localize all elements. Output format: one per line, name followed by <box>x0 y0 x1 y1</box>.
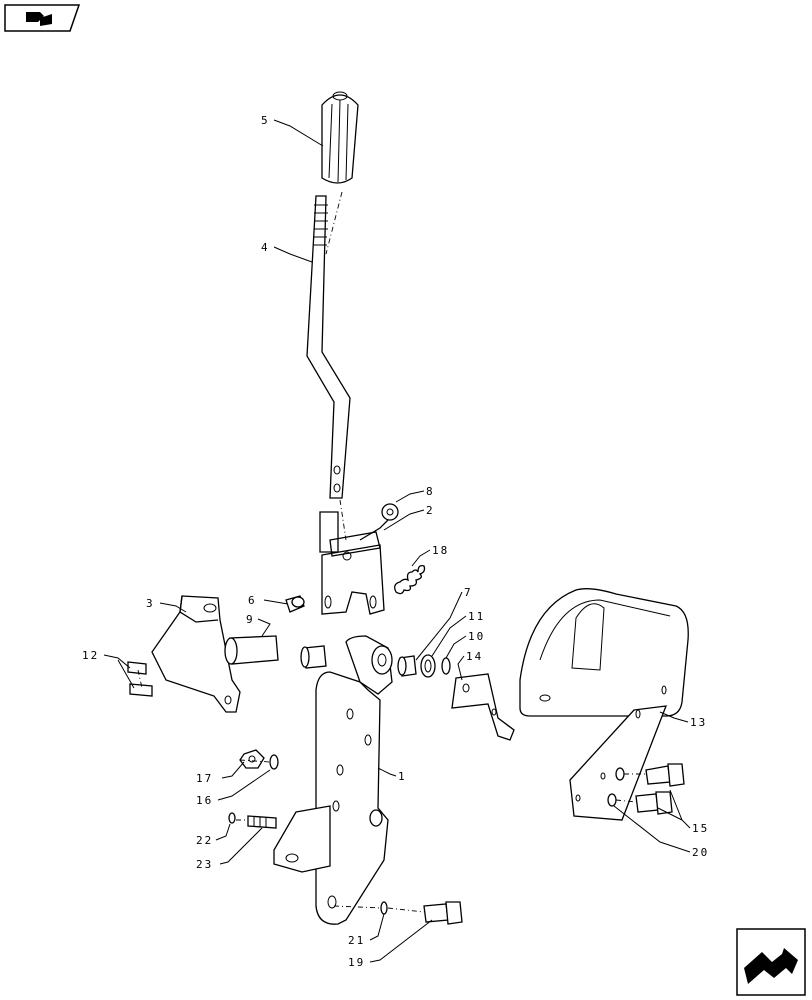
bolts-12-part <box>127 661 153 697</box>
callout-label-2: 2 <box>426 504 435 517</box>
callout-label-23: 23 <box>196 858 213 871</box>
callout-label-4: 4 <box>261 241 270 254</box>
small-bracket-part <box>451 673 515 741</box>
callout-label-12: 12 <box>82 649 99 662</box>
assembly-axes <box>137 191 646 913</box>
callout-label-11: 11 <box>468 610 485 623</box>
callout-label-5: 5 <box>261 114 270 127</box>
sleeve-part <box>224 635 279 665</box>
cover-part <box>519 588 689 821</box>
callout-label-19: 19 <box>348 956 365 969</box>
callout-label-14: 14 <box>466 650 483 663</box>
bolts-15-part <box>607 763 685 815</box>
knob-part <box>321 91 359 184</box>
pin-part <box>285 595 305 613</box>
lever-bracket <box>319 503 399 615</box>
callout-label-3: 3 <box>146 597 155 610</box>
callout-label-18: 18 <box>432 544 449 557</box>
next-page-icon[interactable] <box>736 928 806 996</box>
callout-labels: 5 4 8 2 18 3 6 9 12 7 11 10 14 13 15 20 … <box>82 114 709 969</box>
screw-23-part <box>228 812 277 829</box>
callout-label-15: 15 <box>692 822 709 835</box>
callout-label-9: 9 <box>246 613 255 626</box>
washers-7-10-11 <box>397 654 451 678</box>
callout-label-20: 20 <box>692 846 709 859</box>
lever-rod-part <box>306 195 351 499</box>
callout-label-6: 6 <box>248 594 257 607</box>
main-plate-part <box>273 635 393 925</box>
left-bracket-part <box>151 595 241 713</box>
bushing-part <box>300 645 327 669</box>
callout-label-17: 17 <box>196 772 213 785</box>
callout-label-21: 21 <box>348 934 365 947</box>
bolt-19-part <box>380 901 463 925</box>
callout-label-16: 16 <box>196 794 213 807</box>
callout-label-13: 13 <box>690 716 707 729</box>
callout-label-8: 8 <box>426 485 435 498</box>
spring-part <box>394 564 426 595</box>
nut-washer-part <box>239 749 279 770</box>
callout-label-22: 22 <box>196 834 213 847</box>
leader-lines <box>103 119 691 963</box>
callout-label-7: 7 <box>464 586 473 599</box>
view-navigation-icon[interactable] <box>4 4 81 32</box>
callout-label-10: 10 <box>468 630 485 643</box>
callout-label-1: 1 <box>398 770 407 783</box>
